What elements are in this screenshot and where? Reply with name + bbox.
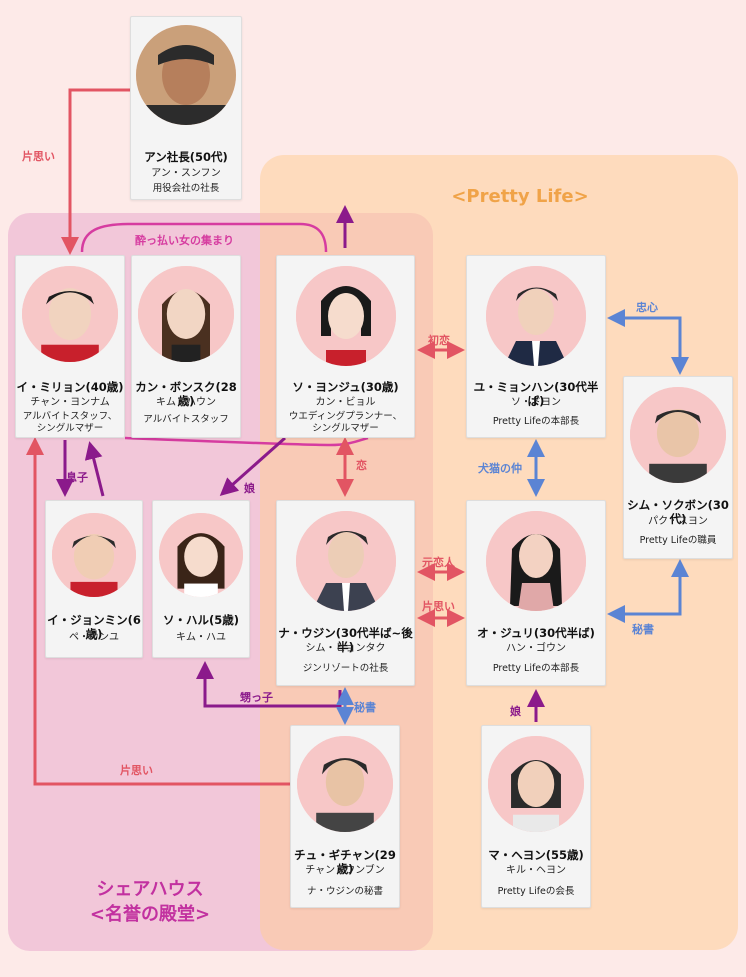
person-actor: ソ・ドヨン <box>511 397 561 408</box>
person-role: Pretty Lifeの本部長 <box>492 416 580 427</box>
label-loyalty: 忠心 <box>636 301 658 314</box>
person-role: Pretty Lifeの本部長 <box>492 663 580 674</box>
person-actor: キム・ハユ <box>176 632 226 643</box>
label-unrequited-ujin: 片思い <box>422 600 455 613</box>
person-actor: シム・ヒョンタク <box>305 643 386 654</box>
person-name: シム・ソクボン(30代) <box>627 498 729 526</box>
card-gichan: チュ・ギチャン(29歳) チャン・ウンブン ナ・ウジンの秘書 <box>290 725 400 908</box>
label-an-mirion: 片思い <box>22 150 55 163</box>
person-actor: パク・スヨン <box>648 516 708 527</box>
person-actor: ハン・ゴウン <box>506 643 566 654</box>
person-name: イ・ジョンミン(6歳) <box>47 613 141 641</box>
label-daughter-juri: 娘 <box>510 705 521 718</box>
card-juri: オ・ジュリ(30代半ば) ハン・ゴウン Pretty Lifeの本部長 <box>466 500 606 686</box>
share-house-title-1: シェアハウス <box>96 879 204 900</box>
label-secretary-gichan: 秘書 <box>354 701 376 714</box>
person-actor: カン・ビョル <box>315 397 376 408</box>
portrait-photo <box>486 511 586 611</box>
person-actor: アン・スンフン <box>151 168 221 179</box>
person-name: マ・ヘヨン(55歳) <box>488 848 584 862</box>
edge-daughter-haru <box>219 436 286 496</box>
portrait-photo <box>488 736 584 832</box>
edge-gichan-mirion <box>26 437 290 786</box>
person-actor: チャン・ウンブン <box>305 865 385 876</box>
portrait-photo <box>138 266 234 362</box>
card-an: アン社長(50代) アン・スンフン 用役会社の社長 <box>130 16 242 200</box>
edge-an-to-mirion <box>61 88 130 255</box>
portrait-photo <box>136 25 236 125</box>
label-cats-dogs: 犬猫の仲 <box>478 462 522 475</box>
card-sokubon: シム・ソクボン(30代) パク・スヨン Pretty Lifeの職員 <box>623 376 733 559</box>
label-drunk-women: 酔っ払い女の集まり <box>135 234 234 247</box>
card-jonmin: イ・ジョンミン(6歳) ペ・カンユ <box>45 500 143 658</box>
person-role: Pretty Lifeの会長 <box>497 886 575 897</box>
edge-secretary-sokubon <box>607 559 689 623</box>
label-secretary-sokubon: 秘書 <box>632 623 654 636</box>
person-name: ソ・ヨンジュ(30歳) <box>292 380 399 394</box>
label-nephew: 甥っ子 <box>240 691 273 704</box>
person-name: オ・ジュリ(30代半ば) <box>477 626 595 640</box>
person-name: ユ・ミョンハン(30代半ば) <box>473 380 599 408</box>
person-role: アルバイトスタッフ、 <box>22 411 118 422</box>
portrait-photo <box>159 513 243 597</box>
person-role: ナ・ウジンの秘書 <box>306 886 383 897</box>
label-first-love: 初恋 <box>428 334 450 347</box>
label-ex-lover: 元恋人 <box>422 556 455 569</box>
person-actor: キル・ヘヨン <box>506 865 566 876</box>
label-son: 息子 <box>66 471 88 484</box>
portrait-photo <box>22 266 118 362</box>
person-name: チュ・ギチャン(29歳) <box>294 848 396 876</box>
portrait-photo <box>486 266 586 366</box>
person-role: シングルマザー <box>312 423 379 434</box>
person-name: ナ・ウジン(30代半ば~後半) <box>278 626 413 654</box>
portrait-photo <box>52 513 136 597</box>
portrait-photo <box>297 736 393 832</box>
card-bonsuku: カン・ボンスク(28歳) キム・ハウン アルバイトスタッフ <box>131 255 241 438</box>
edge-son-up <box>84 441 105 497</box>
pretty-life-title: <Pretty Life> <box>451 186 589 207</box>
share-house-title-2: <名誉の殿堂> <box>89 904 211 925</box>
card-mirion: イ・ミリョン(40歳) チャン・ヨンナム アルバイトスタッフ、 シングルマザー <box>15 255 125 438</box>
edge-loyalty <box>607 309 689 375</box>
person-actor: キム・ハウン <box>156 397 216 408</box>
card-haru: ソ・ハル(5歳) キム・ハユ <box>152 500 250 658</box>
person-name: アン社長(50代) <box>144 150 228 164</box>
person-role: ウエディングプランナー、 <box>288 411 403 422</box>
label-gichan-mirion: 片思い <box>120 764 153 777</box>
person-role: 用役会社の社長 <box>152 183 220 194</box>
card-yonju: ソ・ヨンジュ(30歳) カン・ビョル ウエディングプランナー、 シングルマザー <box>276 255 415 438</box>
person-name: ソ・ハル(5歳) <box>162 613 239 627</box>
person-role: ジンリゾートの社長 <box>302 663 389 674</box>
label-daughter-haru: 娘 <box>244 482 255 495</box>
person-role: シングルマザー <box>36 423 104 434</box>
label-love: 恋 <box>356 459 367 472</box>
person-actor: ペ・カンユ <box>69 632 119 643</box>
card-myonhan: ユ・ミョンハン(30代半ば) ソ・ドヨン Pretty Lifeの本部長 <box>466 255 606 438</box>
portrait-photo <box>630 387 726 483</box>
edge-drunk-women-loop <box>80 222 369 447</box>
person-role: アルバイトスタッフ <box>143 414 229 425</box>
person-name: イ・ミリョン(40歳) <box>16 380 124 394</box>
person-actor: チャン・ヨンナム <box>30 397 110 408</box>
portrait-photo <box>295 266 396 366</box>
person-name: カン・ボンスク(28歳) <box>135 380 237 408</box>
person-role: Pretty Lifeの職員 <box>639 535 717 546</box>
portrait-photo <box>295 511 396 611</box>
card-ujin: ナ・ウジン(30代半ば~後半) シム・ヒョンタク ジンリゾートの社長 <box>276 500 415 686</box>
card-heyon: マ・ヘヨン(55歳) キル・ヘヨン Pretty Lifeの会長 <box>481 725 591 908</box>
